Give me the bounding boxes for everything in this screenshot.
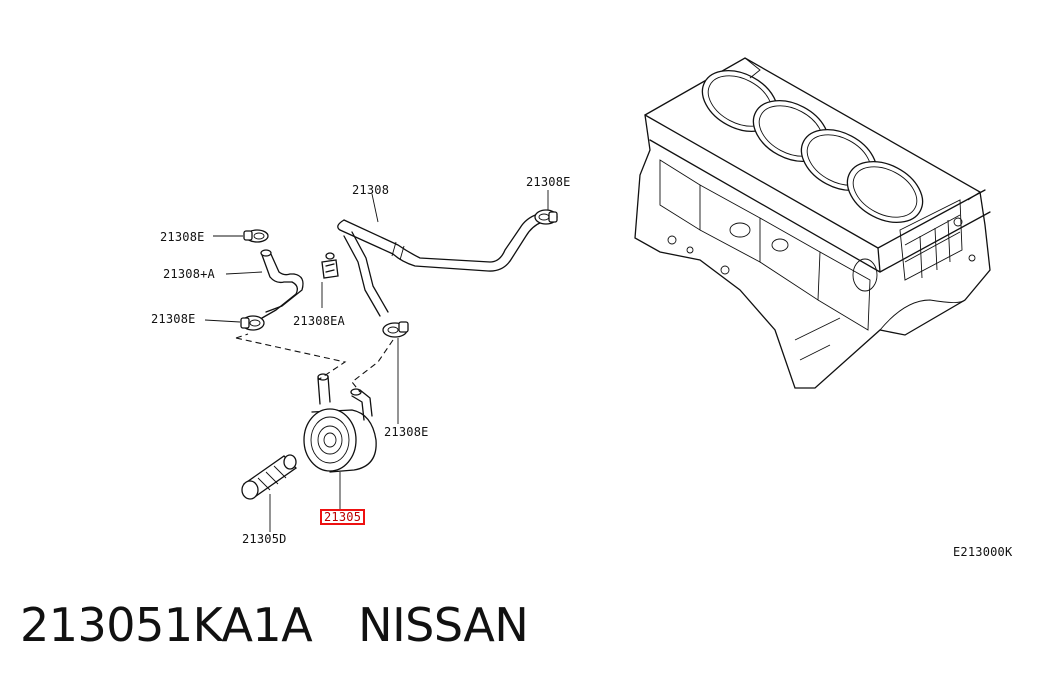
clamp-top-right [534, 209, 558, 225]
engine-block [634, 57, 991, 389]
clamp-left-top [243, 229, 269, 243]
label-clamp-top-right: 21308E [526, 175, 571, 189]
label-clamp-mid: 21308EA [293, 314, 345, 328]
part-number: 213051KA1A [20, 598, 313, 652]
guide-lines [235, 333, 394, 393]
label-hose-main: 21308 [352, 183, 390, 197]
label-clamp-lower-right: 21308E [384, 425, 429, 439]
parts-diagram: 21308E 21308 21308E 21308+A 21308E 21308… [151, 57, 1013, 559]
clamp-mid [321, 252, 339, 279]
leader-lines [204, 190, 549, 532]
caption: 213051KA1A NISSAN [20, 600, 574, 651]
label-oil-cooler-highlighted[interactable]: 21305 [320, 509, 366, 525]
label-hose-left: 21308+A [163, 267, 215, 281]
connector-fitting [241, 454, 298, 500]
label-clamp-left-bottom: 21308E [151, 312, 196, 326]
oil-cooler [303, 373, 377, 473]
label-clamp-left-top: 21308E [160, 230, 205, 244]
brand-name: NISSAN [358, 598, 529, 652]
figure-code: E213000K [953, 545, 1013, 559]
label-connector: 21305D [242, 532, 287, 546]
left-hose [260, 249, 304, 319]
diagram-drawing [204, 57, 991, 532]
clamp-lower-right [382, 321, 409, 338]
clamp-left-bottom [240, 315, 265, 331]
main-hose [337, 213, 543, 317]
